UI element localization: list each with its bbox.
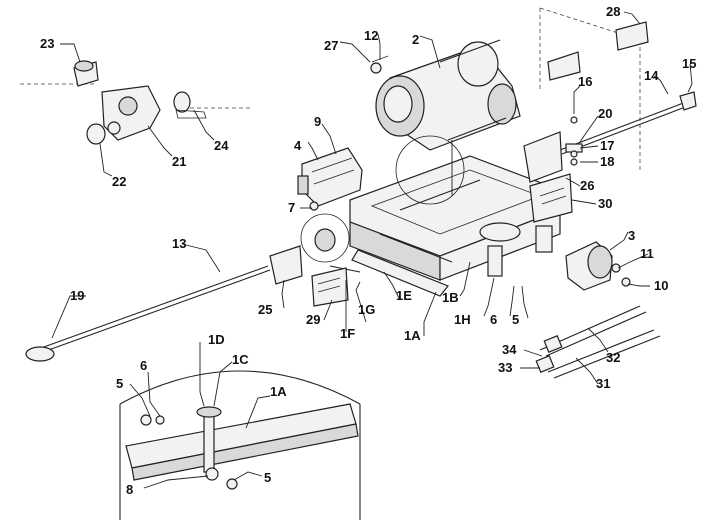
callout-12: 12 — [364, 28, 378, 43]
callout-16: 16 — [578, 74, 592, 89]
callout-23: 23 — [40, 36, 54, 51]
callout-10: 10 — [654, 278, 668, 293]
callout-7: 7 — [288, 200, 295, 215]
callout-5-detail-bottom: 5 — [264, 470, 271, 485]
callout-3: 3 — [628, 228, 635, 243]
callout-30: 30 — [598, 196, 612, 211]
left-bracket-assembly — [297, 147, 363, 211]
callout-1E: 1E — [396, 288, 412, 303]
pull-rod-13 — [25, 265, 271, 362]
callout-4: 4 — [294, 138, 302, 153]
lever-assembly — [535, 305, 661, 379]
callout-24: 24 — [214, 138, 229, 153]
detail-inset — [119, 370, 361, 520]
callout-labels: 23 21 22 24 27 12 2 28 14 15 16 20 17 18… — [40, 4, 696, 497]
motor-assembly — [565, 241, 631, 291]
callout-1G: 1G — [358, 302, 375, 317]
callout-13: 13 — [172, 236, 186, 251]
callout-1H: 1H — [454, 312, 471, 327]
callout-1A: 1A — [404, 328, 421, 343]
callout-1A-detail: 1A — [270, 384, 287, 399]
handle-bracket-25 — [269, 213, 350, 285]
callout-2: 2 — [412, 32, 419, 47]
callout-6: 6 — [490, 312, 497, 327]
callout-21: 21 — [172, 154, 186, 169]
callout-1F: 1F — [340, 326, 355, 341]
callout-6-detail: 6 — [140, 358, 147, 373]
right-rod-assembly — [523, 91, 697, 223]
callout-1C: 1C — [232, 352, 249, 367]
hinge-bracket-assembly — [20, 60, 250, 145]
callout-11: 11 — [640, 246, 654, 261]
callout-34: 34 — [502, 342, 517, 357]
callout-18: 18 — [600, 154, 614, 169]
callout-14: 14 — [644, 68, 659, 83]
callout-5-detail-top: 5 — [116, 376, 123, 391]
callout-17: 17 — [600, 138, 614, 153]
callout-1D: 1D — [208, 332, 225, 347]
callout-32: 32 — [606, 350, 620, 365]
callout-9: 9 — [314, 114, 321, 129]
winch-drum-assembly — [370, 7, 641, 170]
callout-5: 5 — [512, 312, 519, 327]
callout-22: 22 — [112, 174, 126, 189]
callout-20: 20 — [598, 106, 612, 121]
callout-31: 31 — [596, 376, 610, 391]
callout-33: 33 — [498, 360, 512, 375]
main-frame — [329, 135, 561, 297]
leader-lines — [51, 11, 693, 489]
tag-plate — [311, 21, 649, 307]
callout-8: 8 — [126, 482, 133, 497]
callout-25: 25 — [258, 302, 272, 317]
callout-15: 15 — [682, 56, 696, 71]
callout-1B: 1B — [442, 290, 459, 305]
callout-19: 19 — [70, 288, 84, 303]
callout-29: 29 — [306, 312, 320, 327]
callout-28: 28 — [606, 4, 620, 19]
callout-27: 27 — [324, 38, 338, 53]
callout-26: 26 — [580, 178, 594, 193]
